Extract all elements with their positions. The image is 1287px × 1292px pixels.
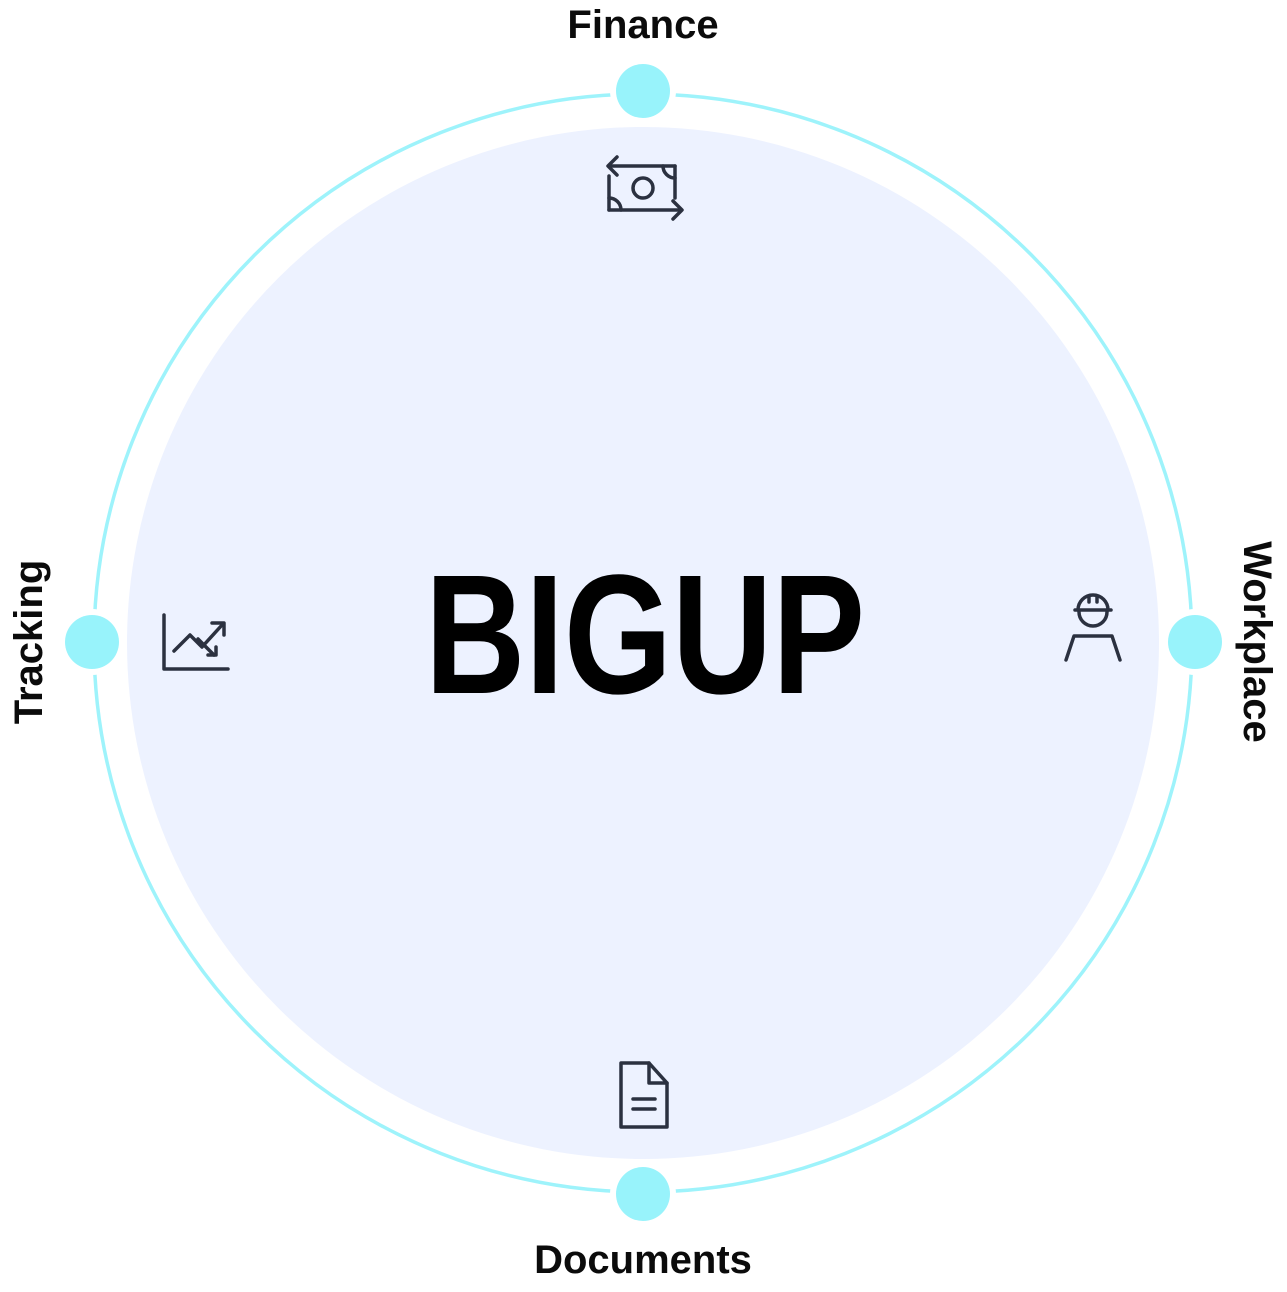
money-exchange-icon: [606, 155, 684, 221]
node-label-finance: Finance: [567, 3, 718, 47]
trend-chart-icon: [162, 613, 230, 671]
node-dot-documents: [610, 1161, 676, 1227]
node-label-workplace: Workplace: [1235, 541, 1279, 743]
inner-circle: [127, 127, 1159, 1159]
center-title: BIGUP: [425, 540, 865, 730]
node-dot-tracking: [59, 609, 125, 675]
node-dot-finance: [610, 58, 676, 124]
node-label-tracking: Tracking: [7, 560, 51, 725]
document-icon: [619, 1061, 669, 1129]
node-label-documents: Documents: [534, 1238, 752, 1282]
worker-hardhat-icon: [1064, 593, 1122, 662]
node-dot-workplace: [1162, 609, 1228, 675]
